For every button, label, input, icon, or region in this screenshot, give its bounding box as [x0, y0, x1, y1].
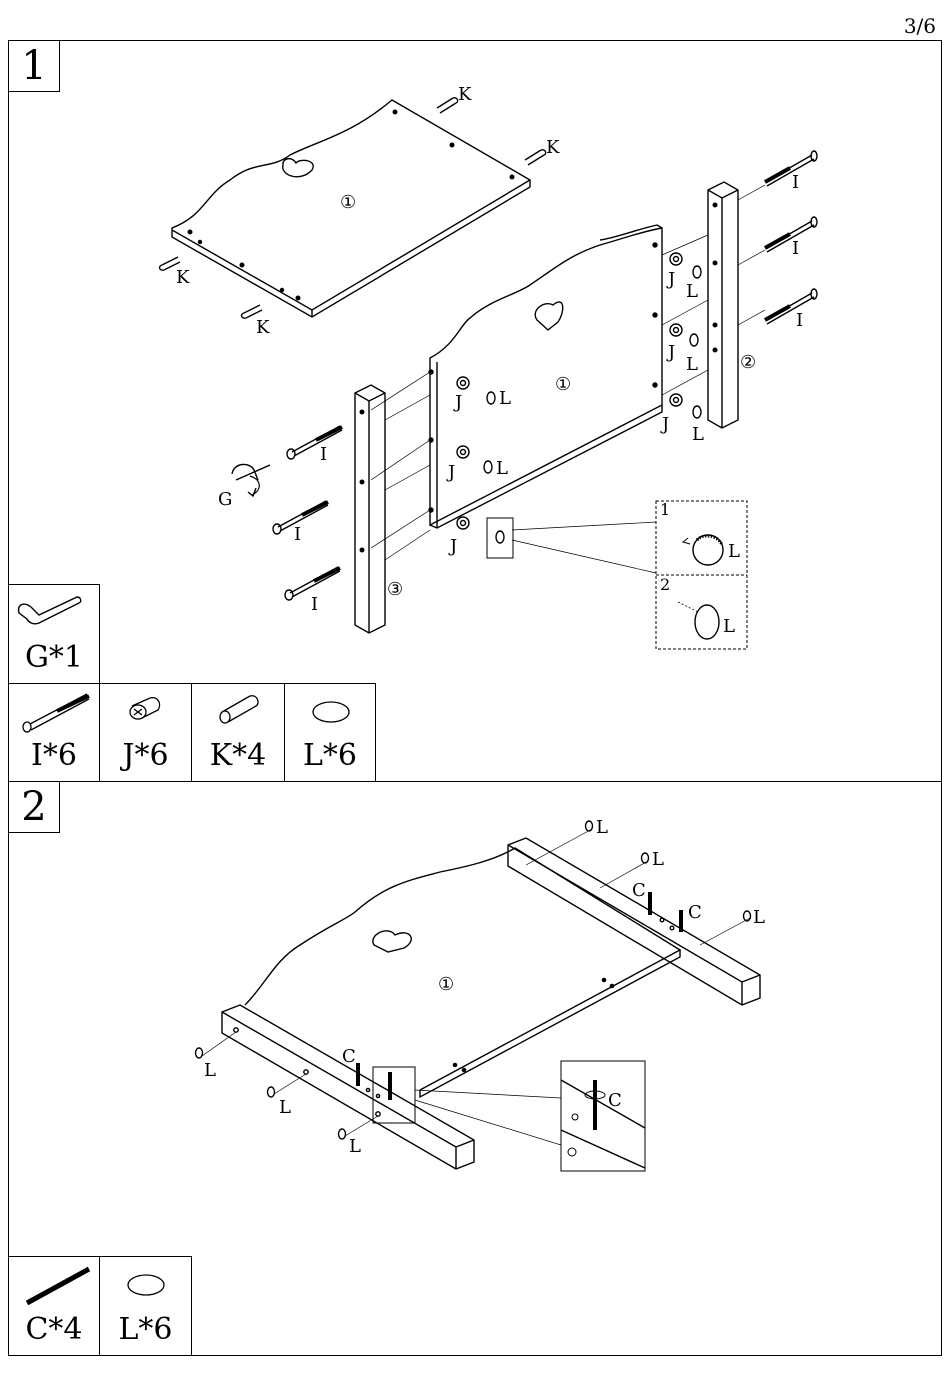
part-label-c: C*4	[9, 1312, 99, 1347]
label2-l-6: L	[349, 1136, 361, 1157]
label2-l-2: L	[652, 849, 664, 870]
label2-c-detail: C	[608, 1090, 622, 1111]
label2-c-2: C	[688, 902, 702, 923]
label2-l-5: L	[279, 1097, 291, 1118]
part-cell-l2: L*6	[99, 1256, 192, 1356]
label2-c-3: C	[342, 1046, 356, 1067]
label2-l-3: L	[753, 907, 765, 928]
label2-panel: ①	[438, 974, 454, 995]
cap-icon	[100, 1257, 193, 1317]
part-label-l2: L*6	[100, 1312, 191, 1347]
label2-l-1: L	[596, 817, 608, 838]
label2-c-1: C	[632, 880, 646, 901]
label2-l-4: L	[204, 1060, 216, 1081]
screw-icon	[9, 1257, 101, 1317]
part-cell-c: C*4	[8, 1256, 100, 1356]
